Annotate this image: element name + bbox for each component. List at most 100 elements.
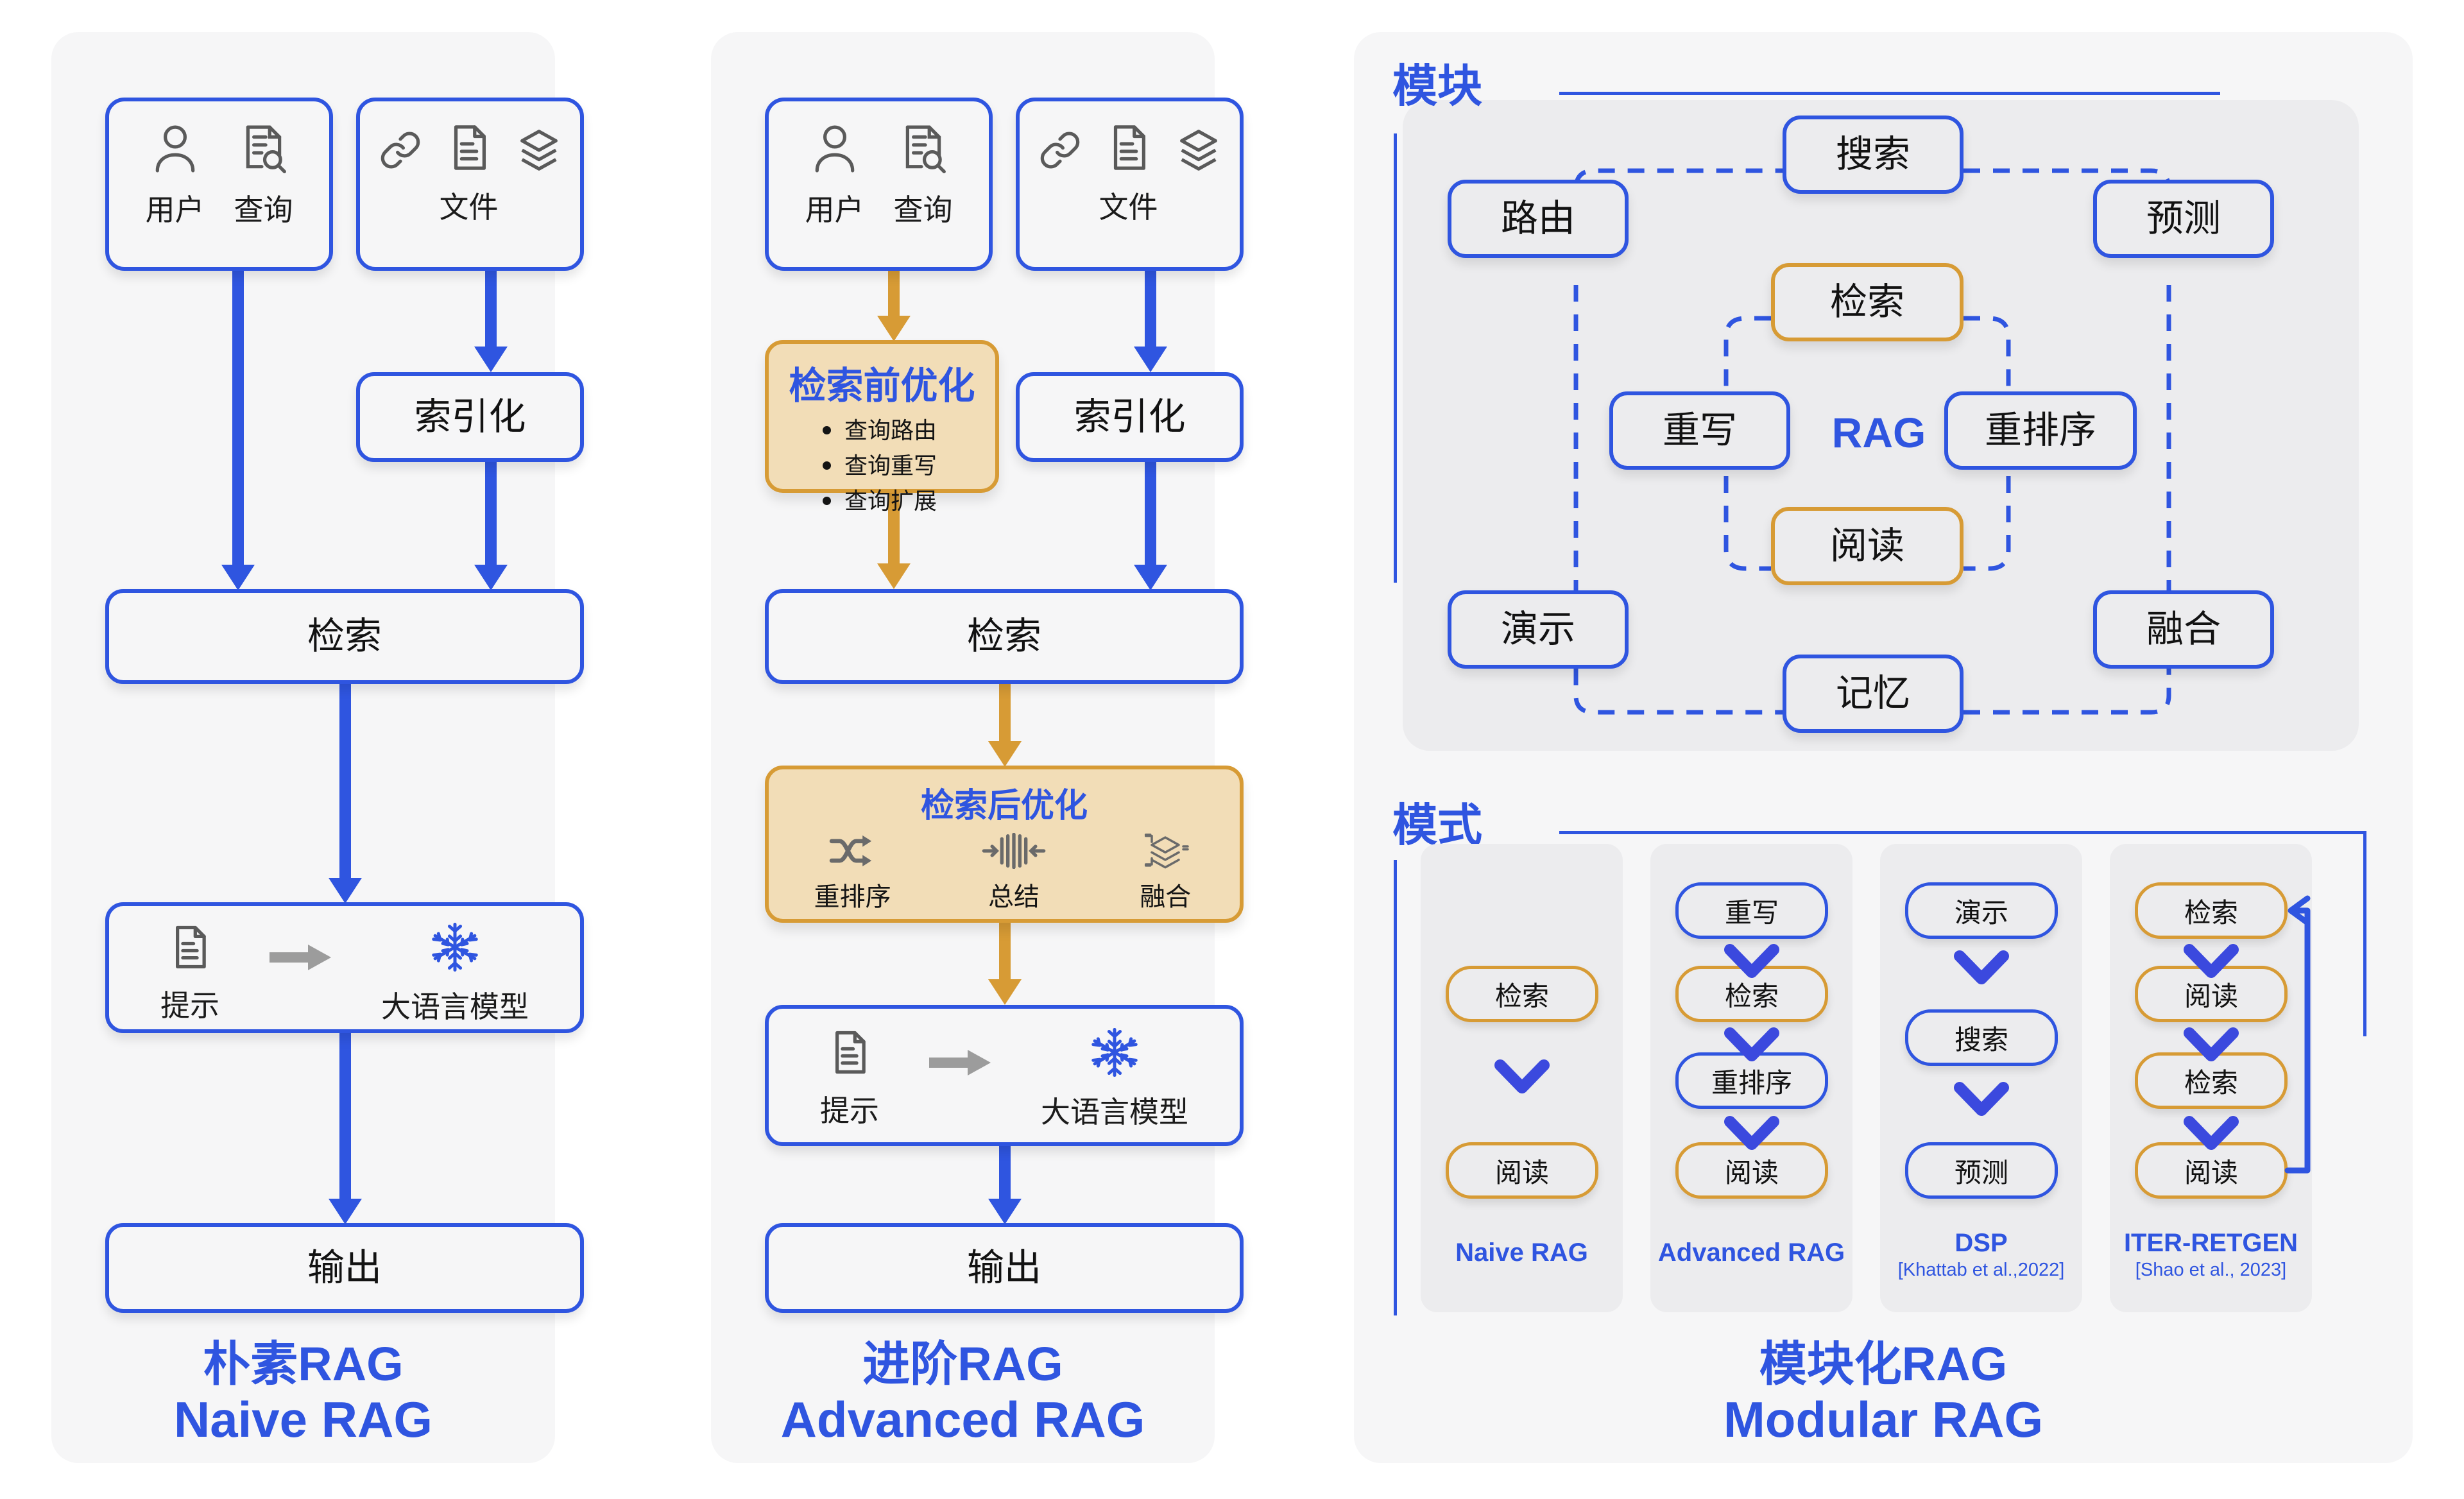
naive-title-cn: 朴素RAG	[203, 1337, 404, 1391]
pattern-step-read[interactable]: 阅读	[1446, 1142, 1598, 1199]
summarize-label: 总结	[988, 883, 1040, 911]
modules-heading-vrule	[1394, 133, 1397, 583]
pattern-step-search[interactable]: 搜索	[1905, 1009, 2058, 1066]
pattern-step-label: 检索	[1724, 981, 1779, 1011]
pattern-step-label: 搜索	[1954, 1024, 2008, 1055]
advanced-output-node[interactable]: 输出	[765, 1223, 1244, 1313]
pattern-step-label: 预测	[1954, 1157, 2008, 1188]
pattern-step-retrieve[interactable]: 检索	[2135, 1052, 2288, 1109]
documents-label: 文件	[1099, 191, 1158, 224]
pattern-step-demonstrate[interactable]: 演示	[1905, 882, 2058, 939]
rerank-label: 重排序	[814, 883, 891, 911]
module-node-memory[interactable]: 记忆	[1783, 655, 1964, 733]
naive-indexing-label: 索引化	[414, 395, 526, 438]
pattern-step-rerank[interactable]: 重排序	[1675, 1052, 1828, 1109]
naive-retrieval-node[interactable]: 检索	[105, 589, 584, 684]
arrow-retrieval-to-post-retrieval	[986, 682, 1024, 767]
pattern-step-label: 检索	[2184, 897, 2238, 928]
shuffle-icon	[828, 833, 877, 872]
pattern-step-label: 演示	[1954, 897, 2008, 928]
module-node-read[interactable]: 阅读	[1771, 507, 1964, 585]
module-node-label: 重排序	[1984, 409, 2096, 451]
arrow-docs-to-indexing	[472, 270, 510, 372]
module-node-fusion[interactable]: 融合	[2093, 590, 2274, 669]
pattern-name: Naive RAG	[1455, 1238, 1588, 1267]
summarize-icon	[982, 832, 1046, 872]
pre-retrieval-bullets: 查询路由 查询重写 查询扩展	[769, 416, 995, 515]
user-icon-item: 用户	[805, 123, 864, 229]
naive-user-query-card[interactable]: 用户 查询	[105, 98, 333, 271]
link-icon	[1038, 126, 1082, 178]
advanced-rag-title: 进阶RAG Advanced RAG	[711, 1337, 1215, 1448]
user-icon-item: 用户	[146, 123, 205, 229]
prompt-label: 提示	[820, 1093, 879, 1127]
layers-icon	[1175, 126, 1222, 178]
llm-icon-item: 大语言模型	[381, 922, 529, 1024]
fusion-layers-icon	[1136, 833, 1194, 872]
pattern-step-retrieve[interactable]: 检索	[1675, 966, 1828, 1022]
modular-title-en: Modular RAG	[1723, 1391, 2044, 1448]
snowflake-icon	[427, 922, 483, 981]
module-node-rewrite[interactable]: 重写	[1609, 391, 1790, 470]
pattern-citation: [Khattab et al.,2022]	[1897, 1260, 2065, 1280]
module-node-label: 阅读	[1829, 524, 1904, 567]
naive-output-node[interactable]: 输出	[105, 1223, 584, 1313]
advanced-llm-card[interactable]: 提示 大语言模型	[765, 1005, 1244, 1146]
link-icon	[378, 126, 423, 178]
prompt-icon-item: 提示	[160, 924, 219, 1023]
prompt-label: 提示	[160, 988, 219, 1022]
user-icon	[811, 123, 859, 178]
advanced-retrieval-node[interactable]: 检索	[765, 589, 1244, 684]
module-node-label: 重写	[1662, 409, 1737, 451]
advanced-indexing-node[interactable]: 索引化	[1016, 372, 1244, 462]
pattern-step-read[interactable]: 阅读	[2135, 1142, 2288, 1199]
module-node-retrieve[interactable]: 检索	[1771, 263, 1964, 341]
pattern-card-naive-rag[interactable]: Naive RAG	[1421, 844, 1623, 1312]
post-retrieval-icons: 重排序 总结	[769, 832, 1240, 913]
module-node-search[interactable]: 搜索	[1783, 116, 1964, 194]
naive-rag-title: 朴素RAG Naive RAG	[51, 1337, 555, 1448]
naive-output-label: 输出	[307, 1246, 382, 1289]
pre-retrieval-title: 检索前优化	[789, 365, 975, 407]
pre-retrieval-bullet: 查询扩展	[823, 486, 995, 515]
naive-documents-card[interactable]: 文件	[356, 98, 584, 271]
pattern-step-read[interactable]: 阅读	[2135, 966, 2288, 1022]
arrow-llm-to-output	[326, 1032, 364, 1224]
advanced-user-query-card[interactable]: 用户 查询	[765, 98, 993, 271]
modular-title-cn: 模块化RAG	[1759, 1337, 2008, 1391]
module-node-label: 检索	[1829, 280, 1904, 323]
arrow-pre-retrieval-to-retrieval	[875, 492, 913, 589]
pre-retrieval-optimization-box[interactable]: 检索前优化 查询路由 查询重写 查询扩展	[765, 340, 999, 514]
pattern-step-label: 阅读	[1724, 1157, 1779, 1188]
pattern-step-retrieve[interactable]: 检索	[2135, 882, 2288, 939]
patterns-heading: 模式	[1392, 800, 1482, 850]
summarize-icon-item: 总结	[982, 832, 1046, 913]
pattern-step-label: 重写	[1724, 897, 1779, 928]
pattern-step-rewrite[interactable]: 重写	[1675, 882, 1828, 939]
naive-indexing-node[interactable]: 索引化	[356, 372, 584, 462]
patterns-heading-rule	[1559, 831, 2365, 834]
module-node-label: 搜索	[1835, 133, 1910, 175]
post-retrieval-optimization-box[interactable]: 检索后优化 重排序	[765, 766, 1244, 923]
module-node-demonstrate[interactable]: 演示	[1448, 590, 1629, 669]
documents-icon-item: 文件	[440, 123, 499, 227]
module-node-label: 记忆	[1835, 672, 1910, 714]
advanced-title-cn: 进阶RAG	[862, 1337, 1063, 1391]
module-node-rerank[interactable]: 重排序	[1944, 391, 2137, 470]
advanced-documents-card[interactable]: 文件	[1016, 98, 1244, 271]
naive-llm-card[interactable]: 提示 大语言模型	[105, 902, 584, 1033]
modular-rag-title: 模块化RAG Modular RAG	[1354, 1337, 2413, 1448]
pre-retrieval-bullet: 查询路由	[823, 416, 995, 445]
pattern-step-predict[interactable]: 预测	[1905, 1142, 2058, 1199]
pattern-step-read[interactable]: 阅读	[1675, 1142, 1828, 1199]
pattern-step-retrieve[interactable]: 检索	[1446, 966, 1598, 1022]
pattern-step-label: 检索	[2184, 1067, 2238, 1098]
module-node-predict[interactable]: 预测	[2093, 180, 2274, 258]
fusion-label: 融合	[1140, 883, 1192, 911]
document-icon	[1108, 123, 1150, 175]
documents-label: 文件	[439, 191, 499, 224]
module-node-route[interactable]: 路由	[1448, 180, 1629, 258]
arrow-llm-to-output-adv	[986, 1146, 1024, 1224]
query-icon-item: 查询	[894, 123, 953, 229]
